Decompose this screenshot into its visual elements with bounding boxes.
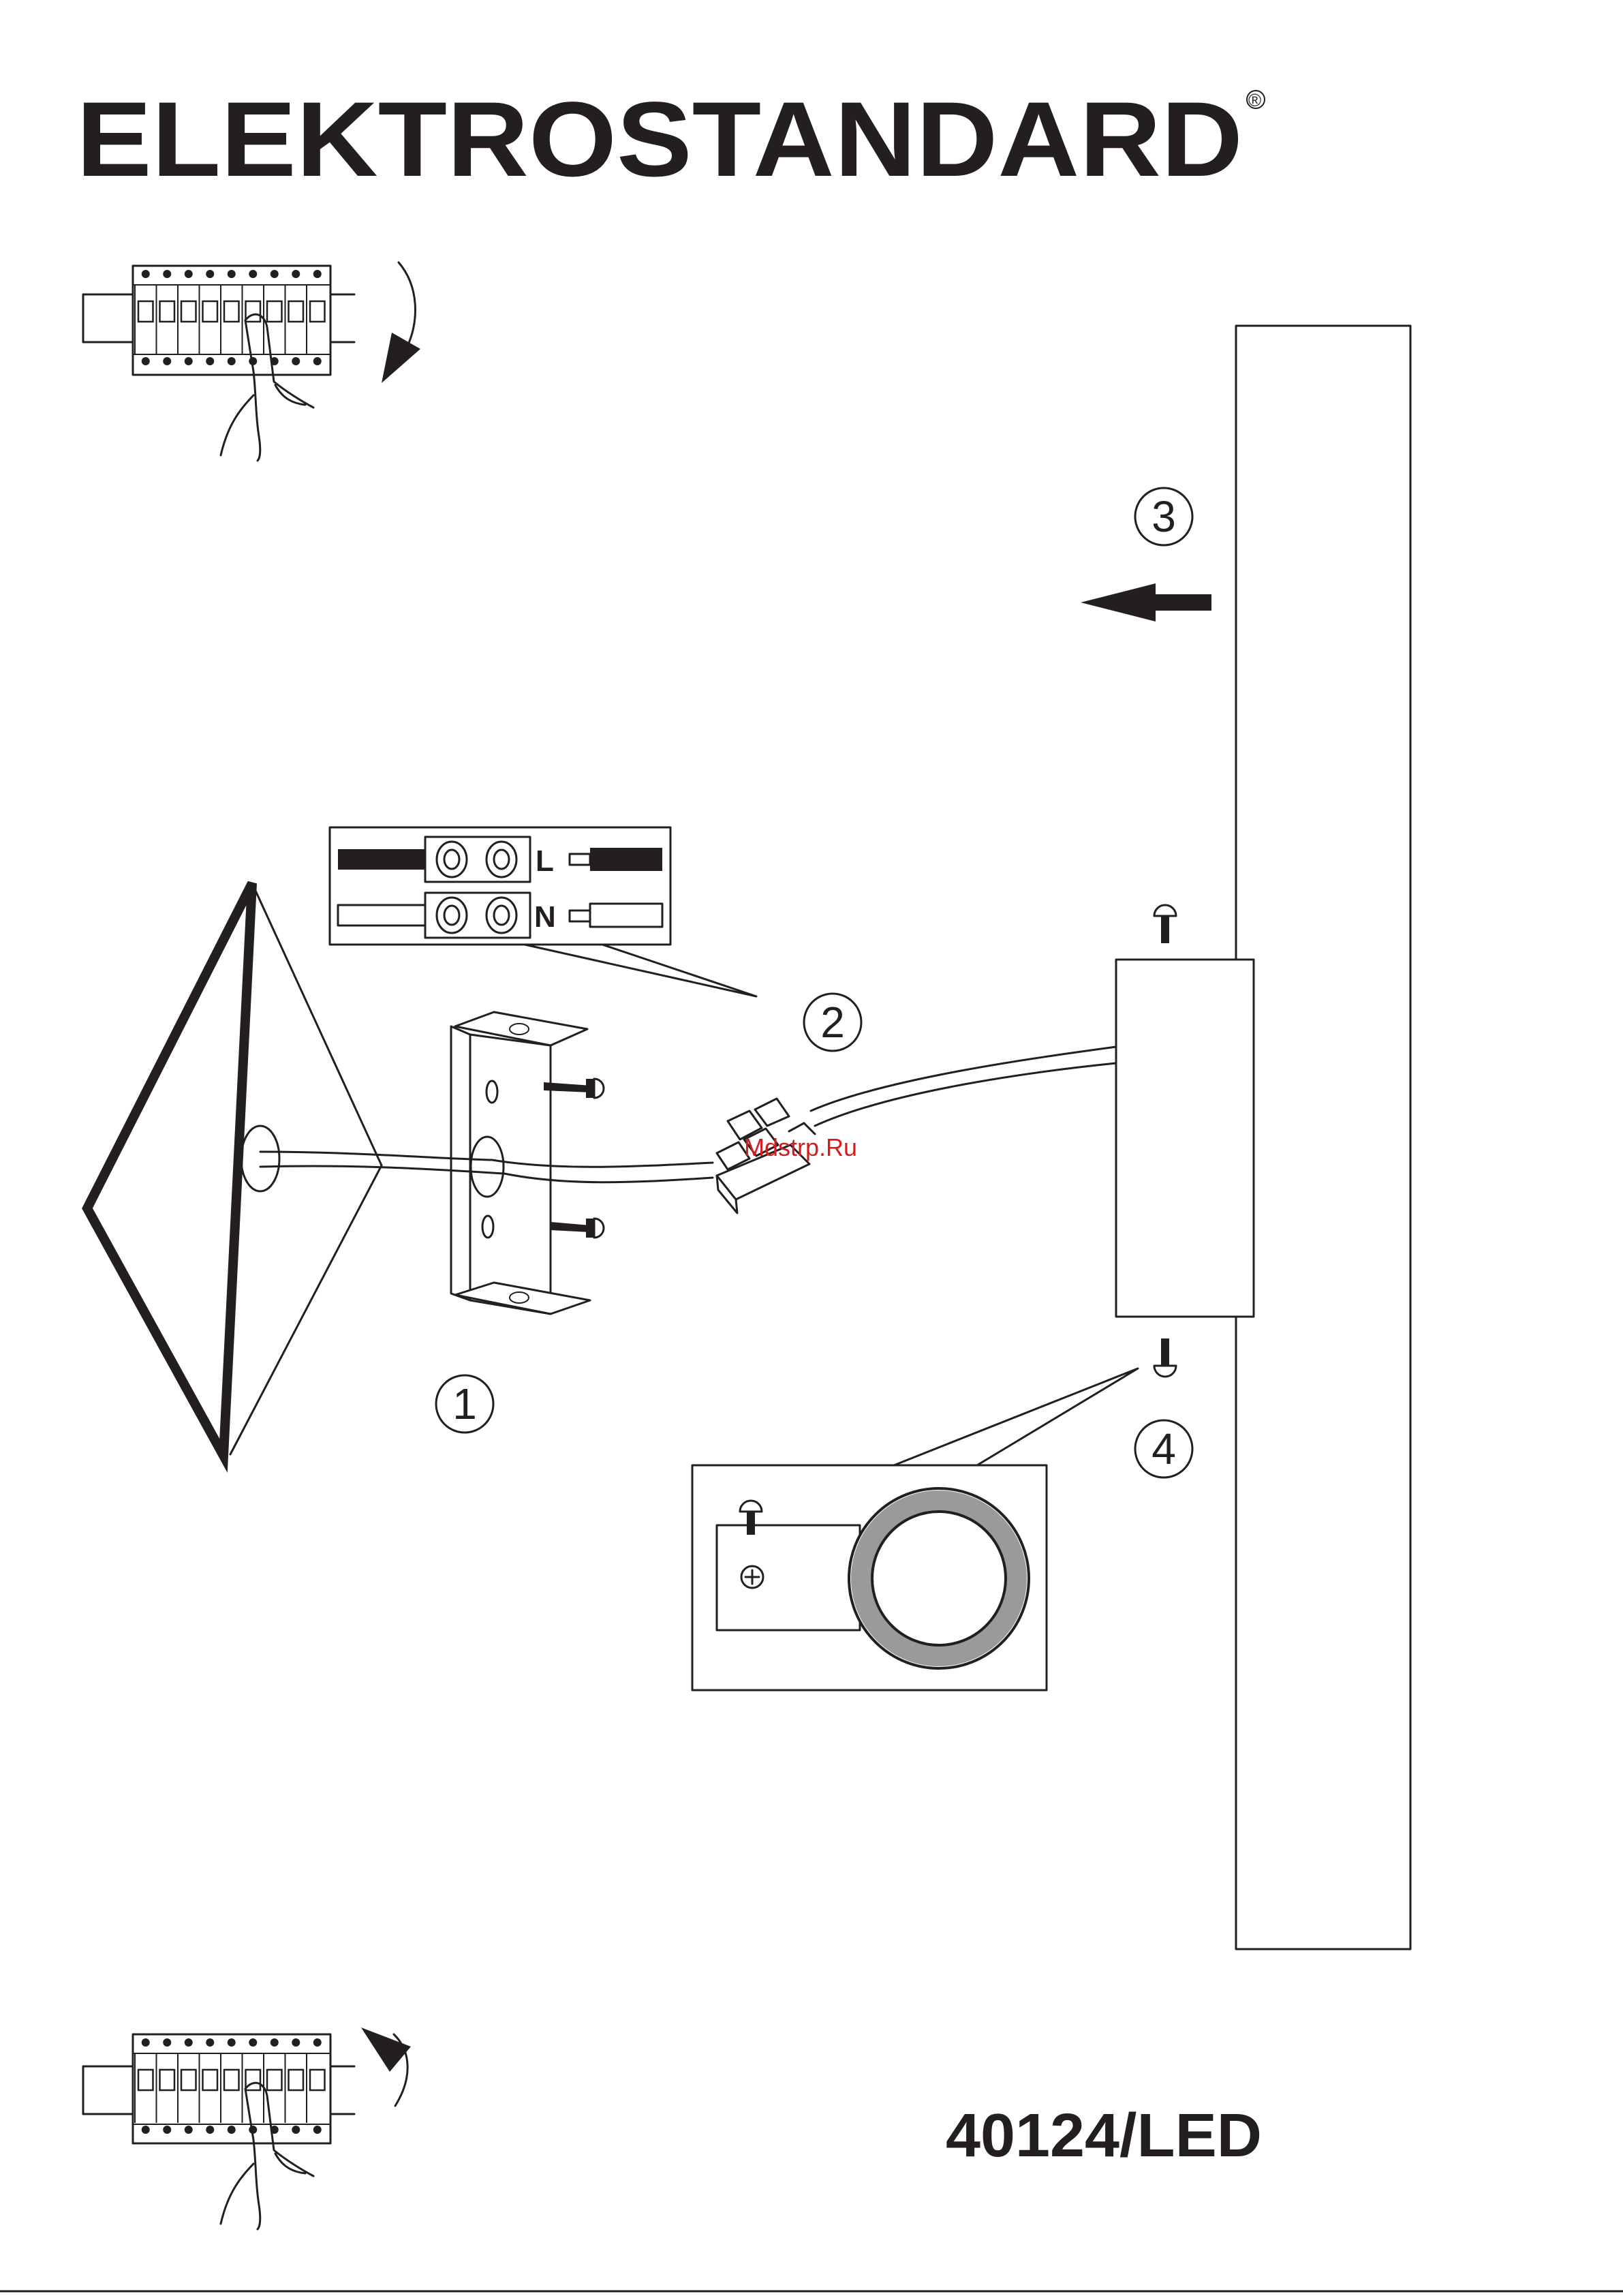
screw-icon [551,1219,604,1238]
terminal-label-live: L [536,844,554,878]
step-marker-2: 2 [804,994,861,1051]
wall-lamp-body [1116,326,1410,1949]
lamp-cable [811,1047,1116,1126]
screw-icon [1154,1338,1176,1377]
screw-icon [544,1079,604,1098]
breaker-off-icon [83,262,420,461]
svg-text:2: 2 [820,998,845,1047]
brand-logo: ELEKTROSTANDARD [76,80,1243,199]
step-marker-1: 1 [436,1375,493,1433]
svg-text:3: 3 [1151,492,1176,541]
wiring-detail: L N [330,827,756,996]
svg-text:1: 1 [452,1379,477,1428]
terminal-label-neutral: N [534,900,556,934]
screw-icon [1154,905,1176,943]
watermark: Mdstrp.Ru [744,1133,857,1161]
svg-text:4: 4 [1151,1424,1176,1473]
arrow-left-icon [1081,583,1211,622]
wall-surface [87,883,382,1456]
breaker-on-icon [83,2027,411,2229]
step-marker-3: 3 [1135,488,1192,545]
model-number: 40124/LED [946,2102,1262,2170]
lamp-face-detail [692,1368,1138,1690]
registered-mark: ® [1248,90,1261,110]
step-marker-4: 4 [1135,1420,1192,1478]
